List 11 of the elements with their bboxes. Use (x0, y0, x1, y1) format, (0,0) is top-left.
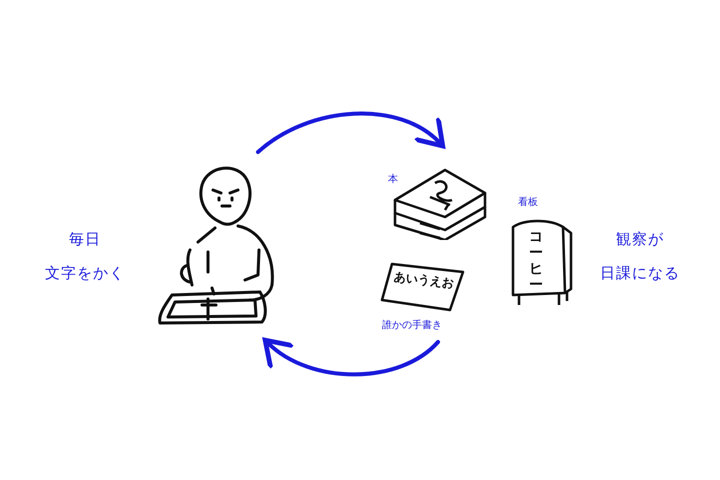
handwritten-text: コーヒー (528, 229, 544, 293)
object-caption: 本 (388, 172, 398, 186)
curved-arrow (256, 112, 446, 154)
object-caption: 誰かの手書き (382, 318, 442, 332)
caption-text: 毎日 (68, 229, 102, 250)
handwritten-text: あいうえお (394, 270, 454, 290)
object-caption: 看板 (518, 196, 538, 209)
caption-text: 日課になる (599, 263, 681, 284)
curved-arrow (262, 338, 440, 376)
caption-text: 観察が (615, 229, 665, 250)
caption-text: 文字をかく (44, 263, 126, 284)
